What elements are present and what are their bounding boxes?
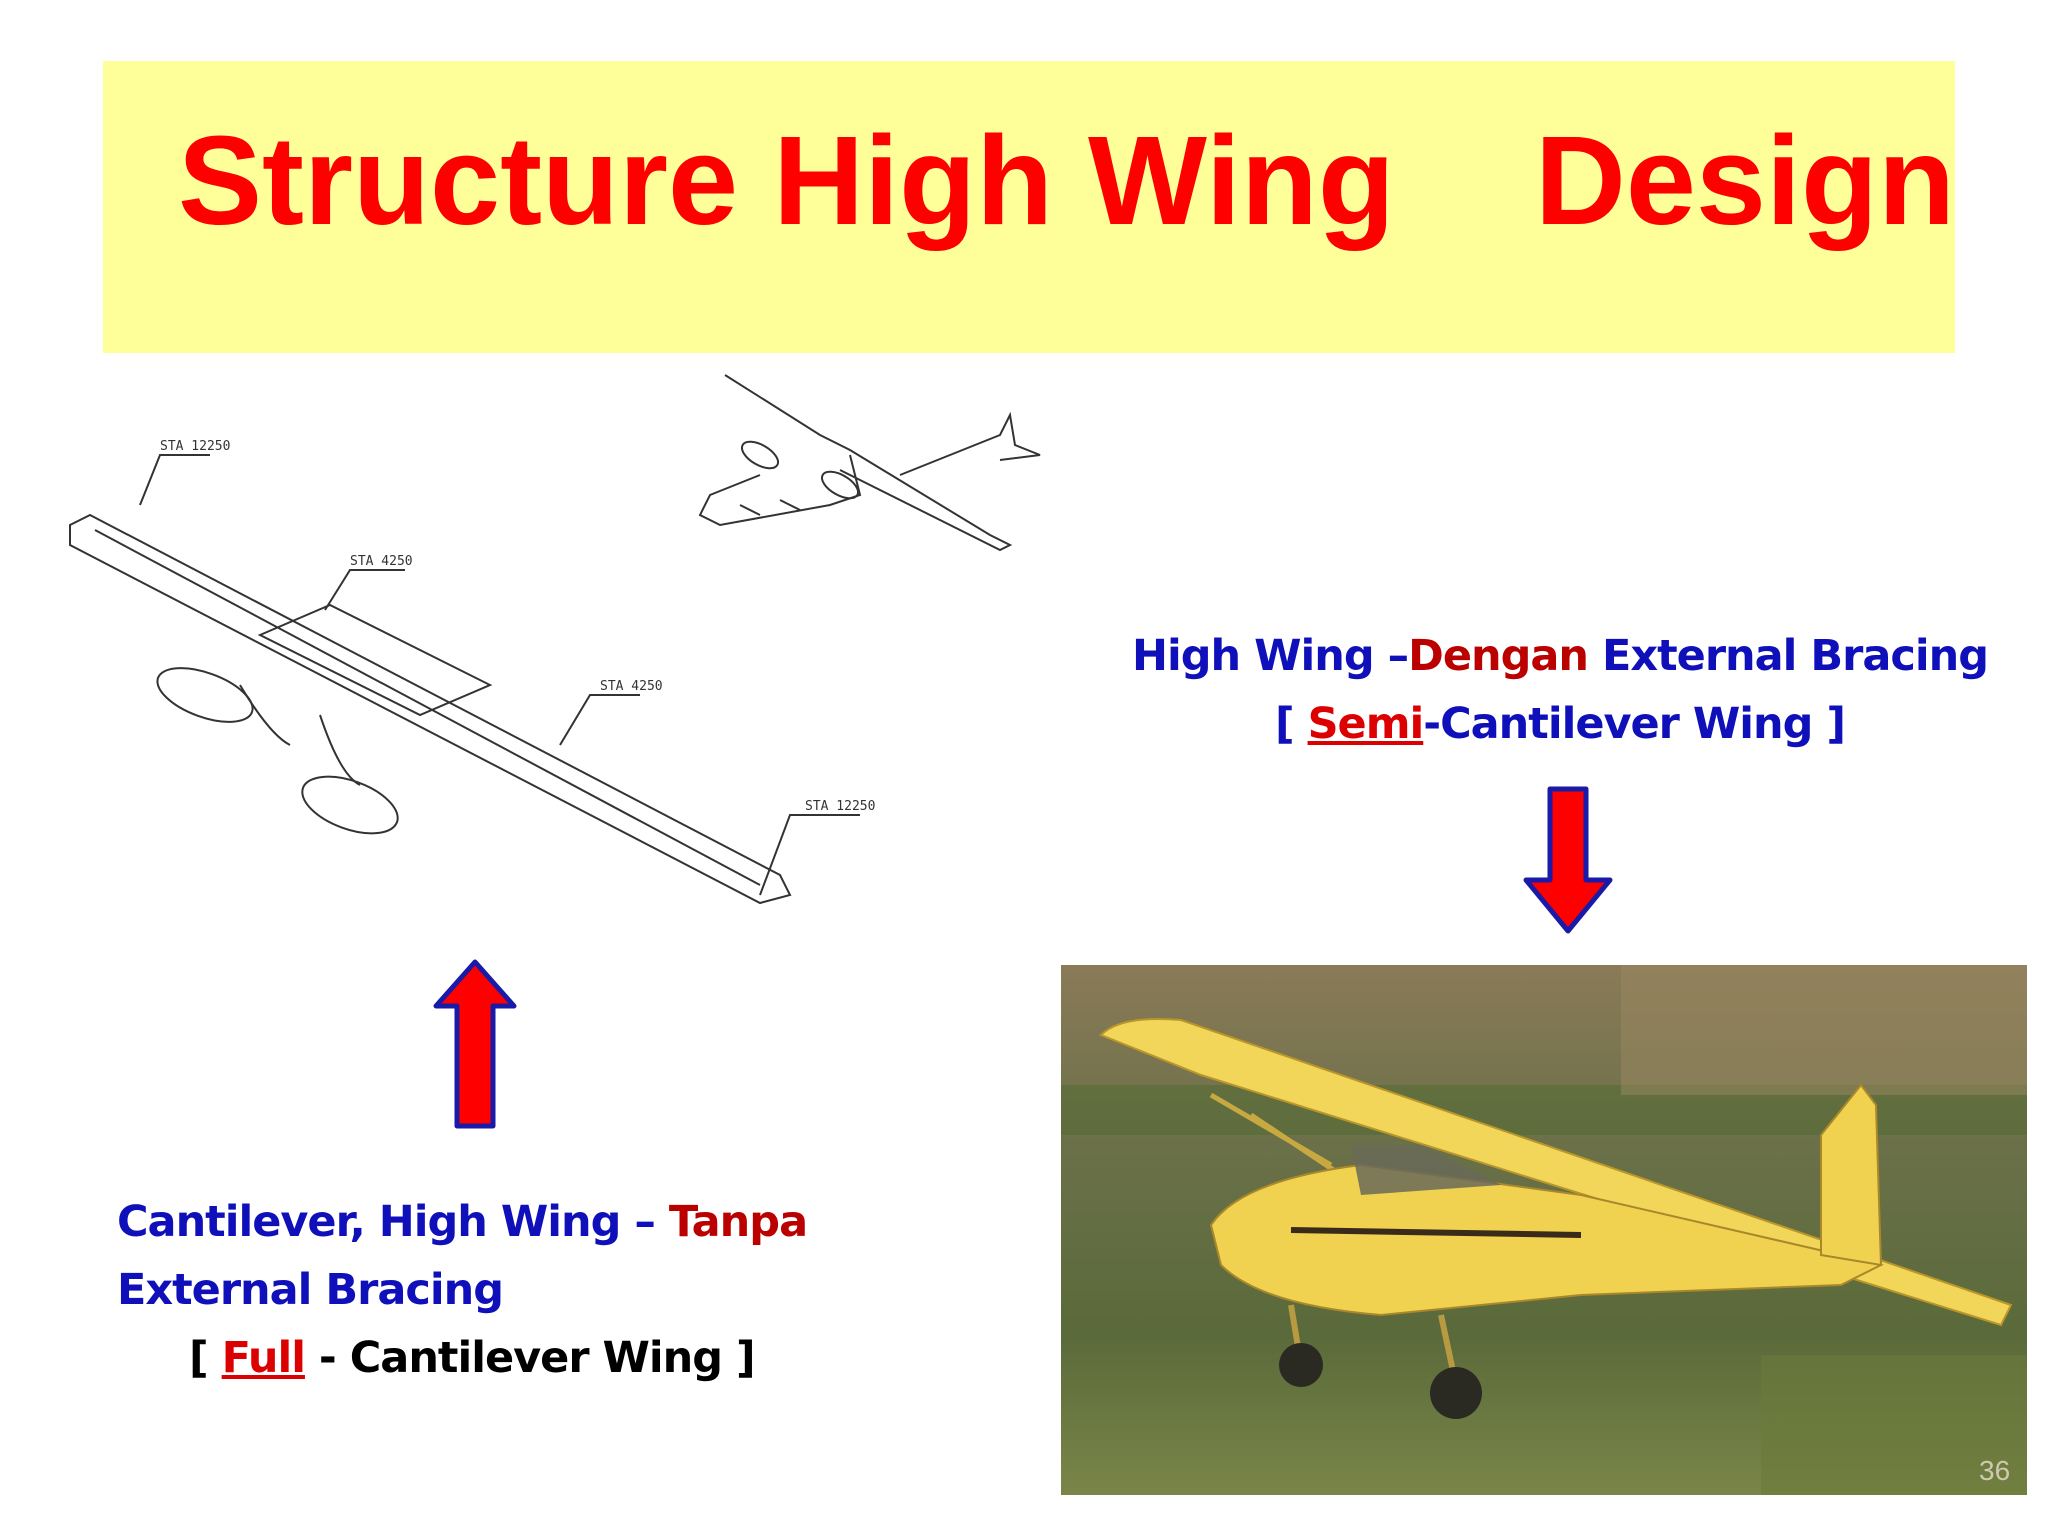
station-label: STA 12250: [805, 799, 875, 814]
caption-text: - Cantilever Wing ]: [304, 1333, 756, 1383]
caption-text: [: [189, 1333, 222, 1383]
wing-structure-drawing: STA 12250 STA 4250 STA 4250 STA 12250: [69, 374, 1041, 905]
caption-text: Tanpa: [668, 1197, 808, 1247]
caption-text: Dengan: [1408, 631, 1589, 681]
station-label: STA 4250: [350, 554, 413, 569]
caption-highlight: Semi: [1307, 699, 1425, 749]
aircraft-photo: 36: [1061, 965, 2027, 1495]
arrow-up-icon: [433, 959, 517, 1129]
title-banner: [103, 61, 1955, 353]
caption-text: Cantilever, High Wing –: [117, 1197, 669, 1247]
caption-semi-cantilever: High Wing –Dengan External Bracing [ Sem…: [1090, 622, 2030, 758]
caption-text: External Bracing: [117, 1265, 504, 1315]
station-label: STA 12250: [160, 439, 230, 454]
caption-full-cantilever: Cantilever, High Wing – Tanpa External B…: [117, 1188, 877, 1392]
caption-highlight: Full: [221, 1333, 306, 1383]
caption-text: [: [1274, 699, 1308, 749]
slide-title: Structure High Wing Design: [178, 110, 1955, 251]
station-label: STA 4250: [600, 679, 663, 694]
caption-text: -Cantilever Wing ]: [1423, 699, 1846, 749]
caption-text: High Wing –: [1132, 631, 1409, 681]
caption-text: External Bracing: [1588, 631, 1989, 681]
page-number: 36: [1979, 1455, 2010, 1486]
arrow-down-icon: [1523, 786, 1613, 934]
